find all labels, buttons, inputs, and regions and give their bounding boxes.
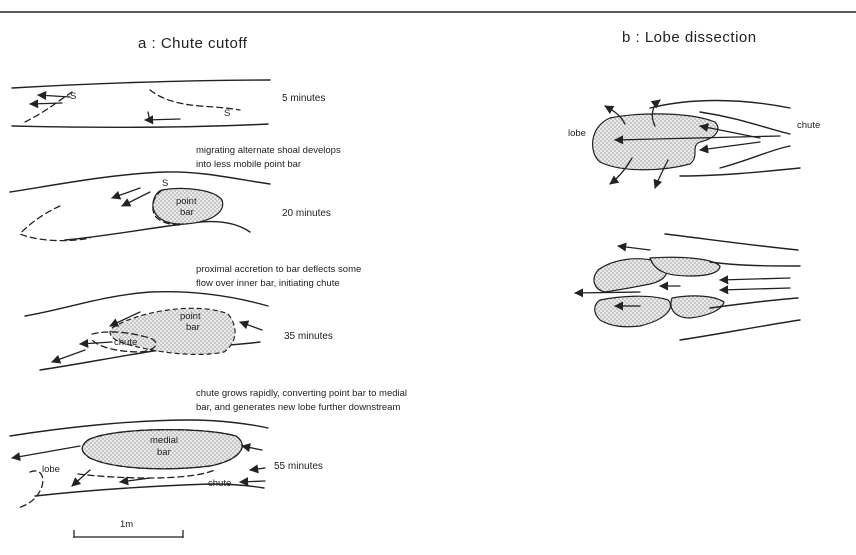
flow-arrow	[720, 288, 790, 290]
scale-bar: 1m	[74, 519, 183, 538]
flow-arrow	[120, 478, 150, 482]
flow-arrow	[720, 278, 790, 280]
stage-55-minutes: chute grows rapidly, converting point ba…	[10, 388, 407, 508]
lobe-bar	[593, 114, 718, 170]
bar-label: bar	[157, 447, 171, 458]
channel-bank	[720, 146, 790, 168]
chute-label: chute	[797, 120, 820, 131]
channel-bank	[680, 320, 800, 340]
stage-5-minutes: S S 5 minutes	[12, 80, 325, 127]
lobe-diagram-upper: lobe chute	[568, 100, 820, 188]
flow-arrow	[122, 192, 150, 206]
upper-bank	[25, 292, 268, 316]
bar-label: medial	[150, 435, 178, 446]
channel-bank	[710, 262, 800, 266]
lobe-diagram-lower	[575, 234, 800, 340]
stage-20-minutes: migrating alternate shoal develops into …	[10, 145, 341, 241]
stage-caption: flow over inner bar, initiating chute	[196, 278, 340, 289]
time-label: 55 minutes	[274, 461, 323, 472]
upper-bank	[10, 172, 270, 192]
stage-caption: migrating alternate shoal develops	[196, 145, 341, 156]
time-label: 35 minutes	[284, 331, 333, 342]
flow-arrow	[242, 446, 262, 450]
upper-bank	[12, 80, 270, 88]
shoal-label: S	[224, 108, 230, 119]
lower-bank	[65, 222, 250, 240]
flow-arrow	[700, 142, 760, 150]
bar-label: point	[176, 196, 197, 207]
stage-caption: bar, and generates new lobe further down…	[196, 402, 400, 413]
time-label: 5 minutes	[282, 93, 325, 104]
panel-a-title: a : Chute cutoff	[138, 35, 248, 52]
bar-label: bar	[180, 207, 194, 218]
flow-arrow	[250, 468, 265, 470]
panel-b-title: b : Lobe dissection	[622, 29, 757, 46]
stage-35-minutes: proximal accretion to bar deflects some …	[25, 264, 361, 370]
channel-bank	[680, 168, 800, 176]
flow-arrow	[72, 470, 90, 486]
flow-arrow	[145, 119, 180, 120]
stage-caption: into less mobile point bar	[196, 159, 301, 170]
chute-label: chute	[208, 478, 231, 489]
flow-arrow	[618, 246, 650, 250]
shoal-label: S	[70, 91, 76, 102]
flow-arrow	[240, 322, 262, 330]
shoal-label: S	[162, 178, 168, 189]
bank-margin	[20, 206, 90, 241]
bar-label: bar	[186, 322, 200, 333]
chute-label: chute	[114, 337, 137, 348]
flow-arrow	[240, 481, 265, 482]
flow-arrow	[575, 292, 640, 293]
channel-bank	[665, 234, 798, 250]
stage-caption: proximal accretion to bar deflects some	[196, 264, 361, 275]
flow-arrow	[38, 95, 70, 97]
shoal-margin	[150, 90, 240, 110]
channel-bank	[650, 101, 790, 109]
lobe-label: lobe	[568, 128, 586, 139]
flow-arrow	[112, 188, 140, 198]
flow-arrow	[12, 446, 80, 458]
chute-margin	[78, 470, 215, 478]
lower-bank	[12, 124, 268, 127]
lobe-margin	[18, 471, 43, 508]
lobe-label: lobe	[42, 464, 60, 475]
scale-label: 1m	[120, 519, 133, 530]
dissected-lobe-part	[595, 296, 671, 327]
flow-arrow	[30, 103, 62, 104]
flow-arrow	[52, 350, 85, 362]
stage-caption: chute grows rapidly, converting point ba…	[196, 388, 407, 399]
time-label: 20 minutes	[282, 208, 331, 219]
bar-label: point	[180, 311, 201, 322]
